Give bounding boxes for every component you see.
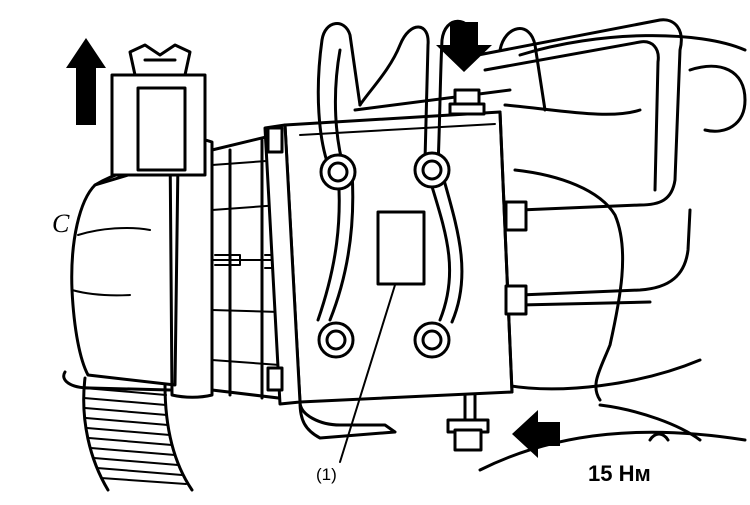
brake-pipes	[316, 18, 692, 324]
mounting-bolts	[446, 88, 490, 452]
electrical-connector	[110, 43, 207, 177]
arrow-left-icon	[512, 410, 560, 458]
arrow-up-icon	[66, 38, 106, 125]
torque-label: 15 Нм	[588, 461, 651, 486]
identification-plate	[376, 210, 426, 286]
corrugated-hose	[62, 370, 194, 492]
vehicle-body-outline	[478, 34, 747, 472]
view-letter-label: C	[52, 209, 70, 238]
pipe-fittings	[317, 151, 528, 359]
pump-motor-housing	[70, 128, 297, 402]
callout-leader-line	[339, 284, 396, 463]
arrow-down-icon	[436, 22, 492, 72]
callout-label: (1)	[316, 465, 337, 484]
